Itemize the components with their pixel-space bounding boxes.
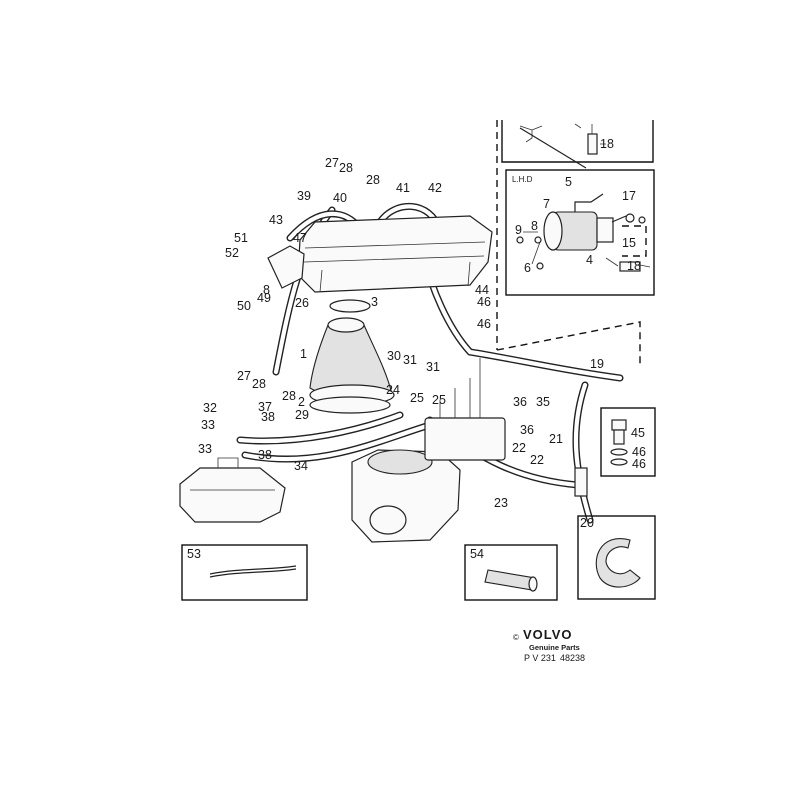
callout-39: 39 — [297, 189, 311, 203]
callout-54: 54 — [470, 547, 484, 561]
callout-22: 22 — [530, 453, 544, 467]
callout-4: 4 — [586, 253, 593, 267]
callout-46: 46 — [477, 317, 491, 331]
separator-dashed-horizontal — [496, 321, 641, 365]
callout-24: 24 — [386, 383, 400, 397]
callout-38: 38 — [258, 448, 272, 462]
callout-31: 31 — [426, 360, 440, 374]
callout-17: 17 — [622, 189, 636, 203]
callout-22: 22 — [512, 441, 526, 455]
callout-27: 27 — [325, 156, 339, 170]
callout-30: 30 — [387, 349, 401, 363]
lhd-label: L.H.D — [512, 175, 533, 184]
callout-40: 40 — [333, 191, 347, 205]
callout-26: 26 — [295, 296, 309, 310]
callout-8: 8 — [531, 219, 538, 233]
callout-2: 2 — [298, 395, 305, 409]
inset-top-partial — [501, 120, 654, 169]
brand-logo: VOLVO — [523, 627, 573, 642]
callout-28: 28 — [282, 389, 296, 403]
callout-43: 43 — [269, 213, 283, 227]
callout-36: 36 — [520, 423, 534, 437]
callout-52: 52 — [225, 246, 239, 260]
callout-35: 35 — [536, 395, 550, 409]
callout-46: 46 — [477, 295, 491, 309]
callout-41: 41 — [396, 181, 410, 195]
brand-tagline: Genuine Parts — [529, 643, 580, 652]
callout-33: 33 — [201, 418, 215, 432]
inset-fastener — [600, 407, 656, 477]
callout-20: 20 — [580, 516, 594, 530]
callout-19: 19 — [590, 357, 604, 371]
callout-31: 31 — [403, 353, 417, 367]
callout-45: 45 — [631, 426, 645, 440]
callout-8: 8 — [263, 283, 270, 297]
callout-25: 25 — [410, 391, 424, 405]
callout-53: 53 — [187, 547, 201, 561]
callout-27: 27 — [237, 369, 251, 383]
callout-34: 34 — [294, 459, 308, 473]
callout-5: 5 — [565, 175, 572, 189]
inset-strap — [181, 544, 308, 601]
callout-9: 9 — [515, 223, 522, 237]
callout-32: 32 — [203, 401, 217, 415]
part-number-prefix: P V 231 — [524, 653, 556, 663]
callout-38: 38 — [261, 410, 275, 424]
copyright-symbol: © — [513, 633, 519, 642]
main-assembly — [179, 215, 588, 543]
callout-49: 49 — [257, 291, 271, 305]
callout-42: 42 — [428, 181, 442, 195]
callout-28: 28 — [366, 173, 380, 187]
callout-6: 6 — [524, 261, 531, 275]
inset-sleeve — [464, 544, 558, 601]
callout-36: 36 — [513, 395, 527, 409]
inset-clip — [577, 515, 656, 600]
callout-28: 28 — [339, 161, 353, 175]
inset-lhd: L.H.D — [505, 169, 655, 296]
brand-footer: © VOLVO Genuine Parts P V 231 48238 — [513, 627, 585, 663]
callout-23: 23 — [494, 496, 508, 510]
callout-44: 44 — [475, 283, 489, 297]
callout-18: 18 — [627, 259, 641, 273]
callout-18: 18 — [600, 137, 614, 151]
callout-1: 1 — [300, 347, 307, 361]
callout-51: 51 — [234, 231, 248, 245]
callout-28: 28 — [252, 377, 266, 391]
callout-7: 7 — [543, 197, 550, 211]
callout-46: 46 — [632, 457, 646, 471]
callout-50: 50 — [237, 299, 251, 313]
part-number: 48238 — [560, 653, 585, 663]
callout-37: 37 — [258, 400, 272, 414]
callout-29: 29 — [295, 408, 309, 422]
callout-47: 47 — [293, 231, 307, 245]
callout-46: 46 — [632, 445, 646, 459]
callout-25: 25 — [432, 393, 446, 407]
callout-3: 3 — [371, 295, 378, 309]
callout-15: 15 — [622, 236, 636, 250]
callout-33: 33 — [198, 442, 212, 456]
callout-21: 21 — [549, 432, 563, 446]
